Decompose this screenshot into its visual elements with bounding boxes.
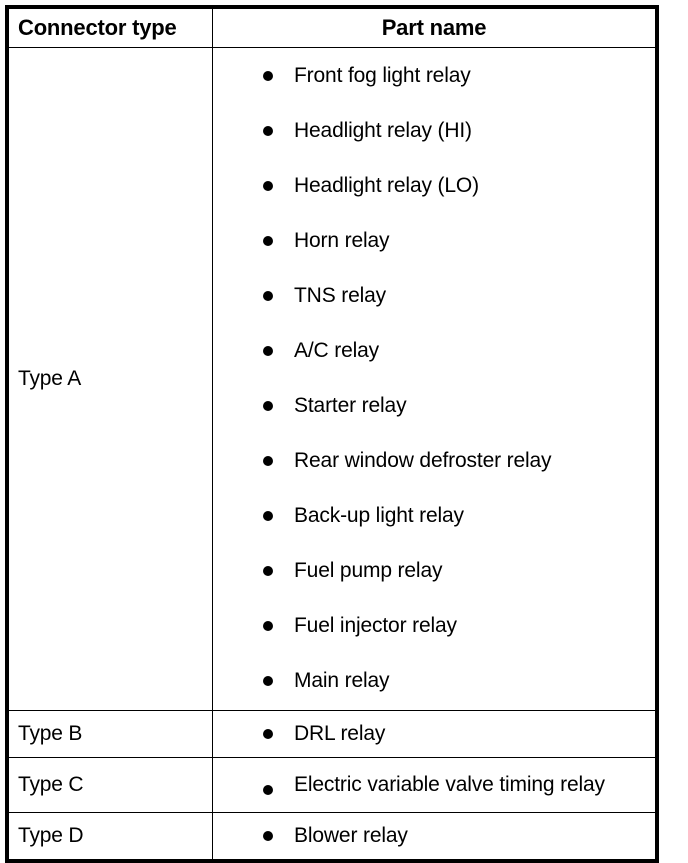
- cell-connector-type: Type A: [6, 47, 213, 711]
- column-header-part-name: Part name: [212, 6, 658, 48]
- part-name-label: TNS relay: [294, 284, 387, 307]
- list-item: Starter relay: [213, 378, 655, 433]
- bullet-icon: [263, 831, 273, 841]
- list-item: A/C relay: [213, 323, 655, 378]
- cell-part-name-list: Front fog light relay Headlight relay (H…: [212, 47, 658, 711]
- part-name-label: Back-up light relay: [294, 504, 464, 527]
- part-name-label: Headlight relay (LO): [294, 174, 479, 197]
- cell-connector-type: Type C: [6, 757, 213, 813]
- table-header-row: Connector type Part name: [6, 6, 658, 48]
- bullet-icon: [263, 675, 273, 686]
- bullet-icon: [263, 729, 273, 739]
- list-item: Headlight relay (HI): [213, 103, 655, 158]
- bullet-icon: [263, 400, 273, 411]
- list-item: Fuel pump relay: [213, 543, 655, 598]
- cell-part-name-list: Blower relay: [212, 812, 658, 862]
- part-name-label: A/C relay: [294, 339, 380, 362]
- bullet-icon: [263, 235, 273, 246]
- cell-part-name-list: DRL relay: [212, 710, 658, 758]
- bullet-icon: [263, 455, 273, 466]
- table-row: Type B DRL relay: [6, 710, 658, 758]
- table-row: Type D Blower relay: [6, 812, 658, 862]
- table-body: Type A Front fog light relay Headlight r…: [6, 47, 658, 862]
- part-name-label: Front fog light relay: [294, 64, 471, 87]
- bullet-icon: [263, 345, 273, 356]
- part-list: DRL relay: [213, 711, 655, 757]
- part-name-label: Rear window defroster relay: [294, 449, 552, 472]
- connector-type-table: Connector type Part name Type A Front fo…: [5, 5, 659, 863]
- part-list: Front fog light relay Headlight relay (H…: [213, 48, 655, 710]
- part-name-label: Fuel injector relay: [294, 614, 457, 637]
- bullet-icon: [263, 70, 273, 81]
- list-item: Front fog light relay: [213, 48, 655, 103]
- list-item: TNS relay: [213, 268, 655, 323]
- bullet-icon: [263, 620, 273, 631]
- part-name-label: Starter relay: [294, 394, 407, 417]
- part-name-label: Blower relay: [294, 824, 408, 847]
- bullet-icon: [263, 125, 273, 136]
- table-header: Connector type Part name: [6, 6, 658, 48]
- list-item: Blower relay: [213, 813, 655, 859]
- cell-part-name-list: Electric variable valve timing relay: [212, 757, 658, 813]
- part-name-label: DRL relay: [294, 722, 386, 745]
- part-name-label: Headlight relay (HI): [294, 119, 472, 142]
- bullet-icon: [263, 180, 273, 191]
- column-header-connector-type: Connector type: [6, 6, 213, 48]
- bullet-icon: [263, 510, 273, 521]
- table-row: Type C Electric variable valve timing re…: [6, 757, 658, 813]
- bullet-icon: [263, 785, 273, 795]
- list-item: Headlight relay (LO): [213, 158, 655, 213]
- part-name-label: Main relay: [294, 669, 390, 692]
- bullet-icon: [263, 565, 273, 576]
- part-name-label: Electric variable valve timing relay: [294, 773, 605, 796]
- part-list: Blower relay: [213, 813, 655, 859]
- list-item: Horn relay: [213, 213, 655, 268]
- list-item: Main relay: [213, 653, 655, 708]
- list-item: Fuel injector relay: [213, 598, 655, 653]
- cell-connector-type: Type B: [6, 710, 213, 758]
- cell-connector-type: Type D: [6, 812, 213, 862]
- list-item: Electric variable valve timing relay: [213, 758, 655, 812]
- list-item: Back-up light relay: [213, 488, 655, 543]
- table-row: Type A Front fog light relay Headlight r…: [6, 47, 658, 711]
- part-name-label: Horn relay: [294, 229, 390, 252]
- bullet-icon: [263, 290, 273, 301]
- list-item: Rear window defroster relay: [213, 433, 655, 488]
- part-name-label: Fuel pump relay: [294, 559, 443, 582]
- list-item: DRL relay: [213, 711, 655, 757]
- part-list: Electric variable valve timing relay: [213, 758, 655, 812]
